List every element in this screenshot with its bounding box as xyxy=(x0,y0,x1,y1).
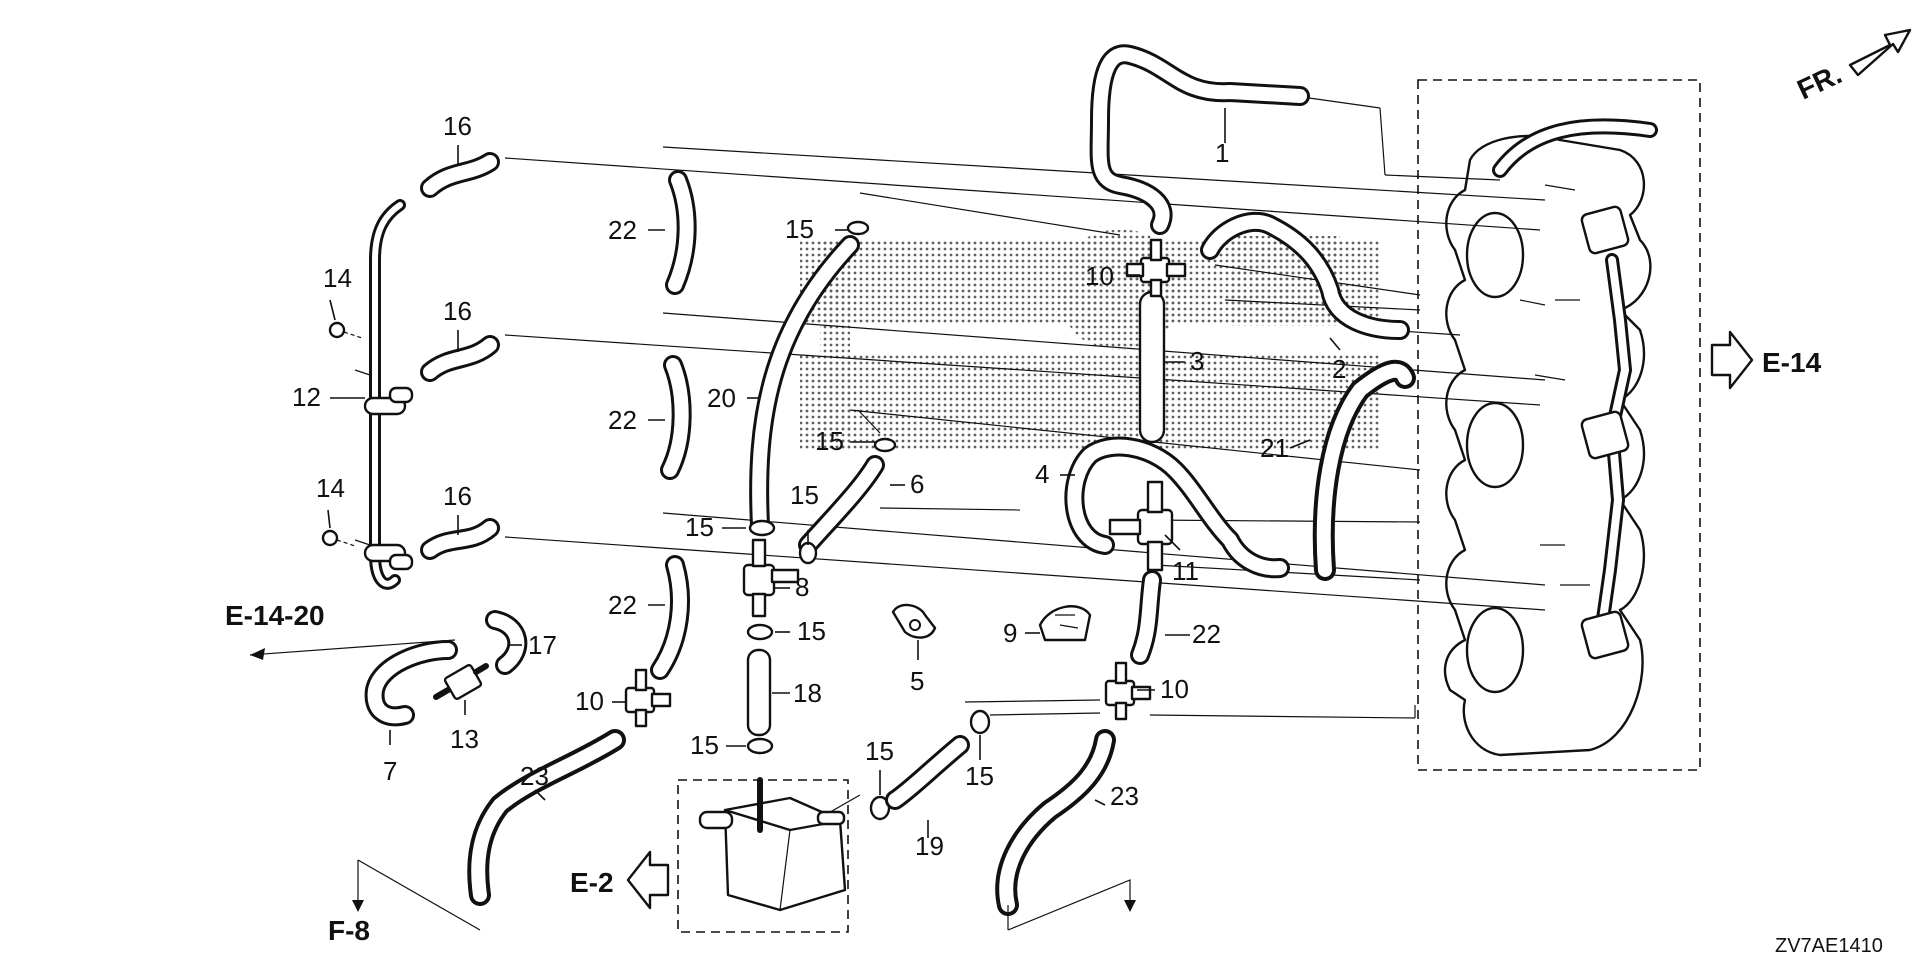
labels: FR. E-14 E-14-20 E-2 F-8 ZV7AE1410 1 2 3… xyxy=(225,58,1883,957)
ref-e1420: E-14-20 xyxy=(225,600,325,631)
engine-block xyxy=(1417,79,1701,771)
pipe-part-12 xyxy=(363,199,414,590)
callout-19: 19 xyxy=(915,831,944,861)
callout-23a: 23 xyxy=(520,761,549,791)
hose-part-23 xyxy=(467,729,1116,916)
tee-part-10 xyxy=(624,238,1187,728)
callout-14a: 14 xyxy=(323,263,352,293)
callout-18: 18 xyxy=(793,678,822,708)
callout-22c: 22 xyxy=(608,590,637,620)
callout-15a: 15 xyxy=(785,214,814,244)
bolt-part-14 xyxy=(321,321,363,547)
callout-6: 6 xyxy=(910,469,924,499)
hose-part-6 xyxy=(798,455,885,555)
callout-3: 3 xyxy=(1190,346,1204,376)
front-direction-arrow xyxy=(1848,28,1912,77)
callout-17: 17 xyxy=(528,630,557,660)
pipe-part-18 xyxy=(746,648,772,737)
callout-14b: 14 xyxy=(316,473,345,503)
drawing-code: ZV7AE1410 xyxy=(1775,935,1883,957)
fuel-filter xyxy=(677,777,849,933)
callout-13: 13 xyxy=(450,724,479,754)
hose-part-20 xyxy=(749,235,860,535)
callout-15b: 15 xyxy=(815,426,844,456)
callout-8: 8 xyxy=(795,572,809,602)
clip-part-5 xyxy=(891,603,937,639)
pipe-part-3 xyxy=(1138,290,1166,444)
callout-11: 11 xyxy=(1172,556,1199,586)
hose-part-1 xyxy=(1089,44,1310,235)
callout-23b: 23 xyxy=(1110,781,1139,811)
clamp-part-15 xyxy=(746,220,991,821)
direction-label: FR. xyxy=(1792,58,1846,105)
callout-15g: 15 xyxy=(865,736,894,766)
callout-15f: 15 xyxy=(690,730,719,760)
callout-2: 2 xyxy=(1332,354,1346,384)
ref-f8: F-8 xyxy=(328,915,370,946)
callout-16c: 16 xyxy=(443,481,472,511)
callout-21: 21 xyxy=(1260,433,1289,463)
callout-4: 4 xyxy=(1035,459,1049,489)
hose-part-16 xyxy=(420,152,500,560)
tee-part-11 xyxy=(1108,480,1174,572)
callout-22a: 22 xyxy=(608,215,637,245)
tee-part-8 xyxy=(742,538,800,618)
callout-5: 5 xyxy=(910,666,924,696)
callout-15e: 15 xyxy=(797,616,826,646)
callout-10c: 10 xyxy=(1160,674,1189,704)
ref-e14: E-14 xyxy=(1762,347,1822,378)
leader-lines xyxy=(354,95,1546,816)
callout-22b: 22 xyxy=(608,405,637,435)
callout-leaders xyxy=(327,108,1341,838)
callout-15h: 15 xyxy=(965,761,994,791)
callout-9: 9 xyxy=(1003,618,1017,648)
callout-7: 7 xyxy=(383,756,397,786)
reference-arrows xyxy=(249,330,1754,931)
callout-16b: 16 xyxy=(443,296,472,326)
callout-10b: 10 xyxy=(575,686,604,716)
hose-part-17 xyxy=(485,610,528,675)
callout-10a: 10 xyxy=(1085,261,1114,291)
hose-part-4 xyxy=(1064,436,1290,579)
hose-part-19 xyxy=(885,735,970,810)
fitting-part-13 xyxy=(433,663,489,700)
callout-20: 20 xyxy=(707,383,736,413)
hose-part-7 xyxy=(364,640,458,727)
hose-part-22 xyxy=(650,170,1162,680)
callout-15c: 15 xyxy=(685,512,714,542)
watermark xyxy=(800,230,1380,450)
hose-part-21 xyxy=(1312,359,1416,581)
callout-12: 12 xyxy=(292,382,321,412)
callout-22d: 22 xyxy=(1192,619,1221,649)
callout-16a: 16 xyxy=(443,111,472,141)
callout-15d: 15 xyxy=(790,480,819,510)
callout-1: 1 xyxy=(1215,138,1229,168)
hose-part-2 xyxy=(1200,211,1410,340)
ref-e2: E-2 xyxy=(570,867,614,898)
clip-part-9 xyxy=(1038,605,1092,642)
